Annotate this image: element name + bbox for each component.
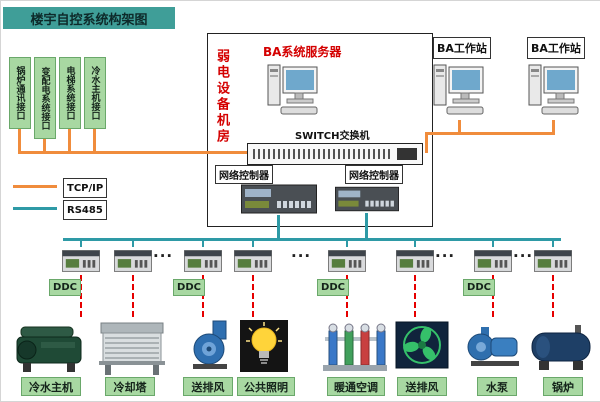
tcpip-trunk-line	[18, 151, 248, 154]
diagram-title: 楼宇自控系统构架图	[3, 7, 175, 29]
ddc-controller-icon	[328, 247, 366, 275]
equipment-label-hvac: 暖通空调	[327, 377, 385, 396]
legend-rs485-label: RS485	[63, 200, 107, 220]
tcpip-branch-line	[425, 132, 428, 153]
rs485-drop-line	[346, 238, 348, 247]
ellipsis: ···	[513, 247, 534, 265]
ddc-field-line	[414, 275, 416, 317]
interface-drop-line	[93, 127, 96, 153]
public-lighting-image	[239, 319, 289, 373]
switch-device-icon	[247, 143, 423, 165]
legend-tcpip-line	[13, 185, 57, 188]
switch-label: SWITCH交换机	[295, 131, 370, 142]
chiller-image	[15, 319, 85, 375]
rs485-drop-line	[492, 238, 494, 247]
network-controller-icon	[241, 183, 317, 215]
network-controller-label: 网络控制器	[345, 165, 403, 184]
ddc-controller-icon	[62, 247, 100, 275]
ddc-field-line	[252, 275, 254, 317]
interface-label-elevator: 电梯系统接口	[59, 57, 81, 129]
ddc-field-line	[552, 275, 554, 317]
workstation-computer-icon	[433, 59, 485, 121]
ddc-controller-icon	[184, 247, 222, 275]
ddc-field-line	[132, 275, 134, 317]
cooling-tower-image	[97, 317, 167, 377]
rs485-drop-line	[252, 238, 254, 247]
ddc-field-line	[346, 275, 348, 317]
ddc-controller-icon	[234, 247, 272, 275]
equipment-label-chiller: 冷水主机	[21, 377, 81, 396]
equipment-room-label: 弱电设备机房	[214, 49, 229, 145]
ddc-controller-icon	[114, 247, 152, 275]
axial-fan-image	[395, 321, 449, 371]
interface-label-boiler: 锅炉通讯接口	[9, 57, 31, 129]
rs485-drop-line	[80, 238, 82, 247]
ddc-label: DDC	[49, 279, 81, 296]
water-pump-image	[465, 323, 525, 369]
ellipsis: ···	[291, 247, 312, 265]
network-controller-label: 网络控制器	[215, 165, 273, 184]
interface-label-power: 变配电系统接口	[34, 57, 56, 139]
rs485-drop-line	[414, 238, 416, 247]
ddc-controller-icon	[474, 247, 512, 275]
ddc-label: DDC	[173, 279, 205, 296]
equipment-label-fan: 送排风	[183, 377, 233, 396]
rs485-drop-line	[552, 238, 554, 247]
equipment-label-fan2: 送排风	[397, 377, 447, 396]
server-computer-icon	[267, 59, 319, 121]
legend-tcpip-label: TCP/IP	[63, 178, 108, 198]
rs485-drop-line	[132, 238, 134, 247]
rs485-drop-line	[202, 238, 204, 247]
tcpip-branch-line	[458, 120, 461, 132]
interface-drop-line	[43, 137, 46, 153]
network-controller-icon	[335, 185, 399, 213]
ddc-controller-icon	[396, 247, 434, 275]
rs485-drop-line	[365, 213, 368, 238]
interface-drop-line	[18, 127, 21, 153]
workstation-computer-icon	[528, 59, 580, 121]
ba-workstation-label: BA工作站	[527, 37, 585, 59]
ddc-field-line	[492, 275, 494, 317]
legend-rs485-line	[13, 207, 57, 210]
interface-label-chiller: 冷水主机接口	[84, 57, 106, 129]
ddc-label: DDC	[463, 279, 495, 296]
supply-exhaust-fan-image	[187, 319, 235, 371]
rs485-bus-line	[63, 238, 561, 241]
interface-drop-line	[68, 127, 71, 153]
ellipsis: ···	[435, 247, 456, 265]
equipment-label-lighting: 公共照明	[237, 377, 295, 396]
tcpip-branch-line	[425, 132, 555, 135]
ellipsis: ···	[153, 247, 174, 265]
boiler-image	[529, 321, 595, 373]
equipment-label-cooling-tower: 冷却塔	[105, 377, 155, 396]
rs485-drop-line	[277, 215, 280, 238]
ba-server-label: BA系统服务器	[263, 45, 342, 59]
ddc-field-line	[80, 275, 82, 317]
hvac-image	[319, 319, 391, 375]
ddc-controller-icon	[534, 247, 572, 275]
ddc-field-line	[202, 275, 204, 317]
ddc-label: DDC	[317, 279, 349, 296]
equipment-label-pump: 水泵	[477, 377, 517, 396]
equipment-label-boiler: 锅炉	[543, 377, 583, 396]
ba-workstation-label: BA工作站	[433, 37, 491, 59]
tcpip-branch-line	[552, 120, 555, 132]
